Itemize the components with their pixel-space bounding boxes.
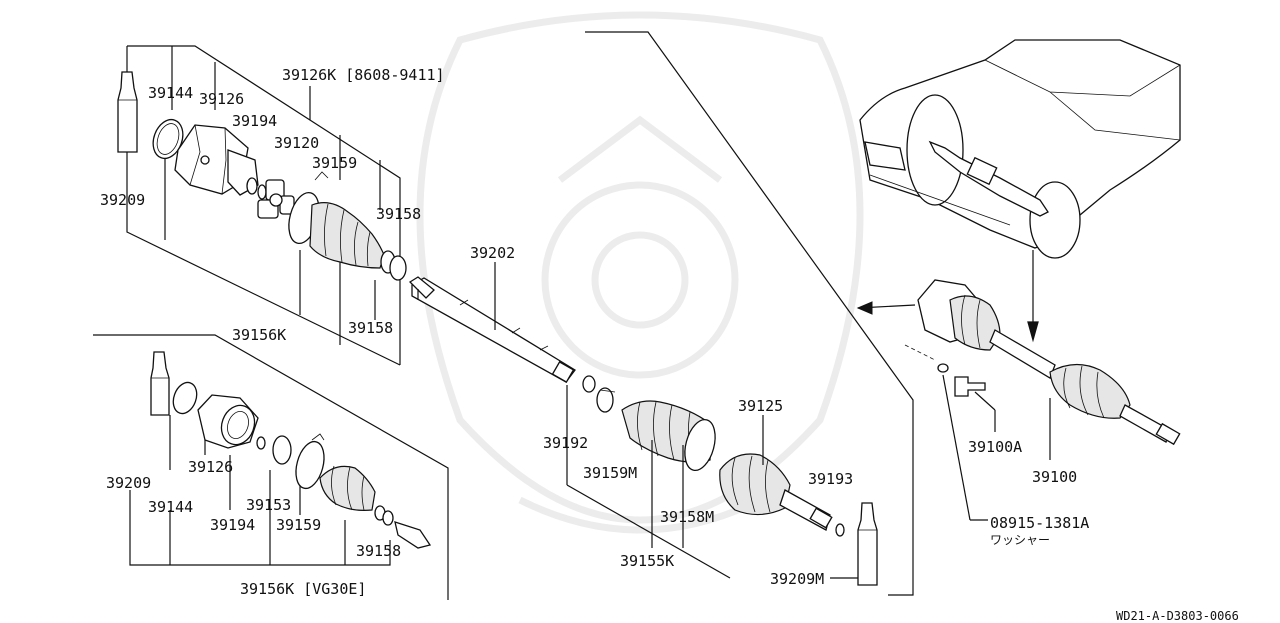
label-39126-upper: 39126 bbox=[199, 90, 244, 108]
outer-cv-joint bbox=[719, 453, 833, 531]
label-39159-lower: 39159 bbox=[276, 516, 321, 534]
label-39202: 39202 bbox=[470, 244, 515, 262]
label-39194-lower: 39194 bbox=[210, 516, 255, 534]
label-39126-lower: 39126 bbox=[188, 458, 233, 476]
label-39100a: 39100A bbox=[968, 438, 1022, 456]
vehicle-front bbox=[859, 39, 1181, 259]
label-39159-upper: 39159 bbox=[312, 154, 357, 172]
center-shaft bbox=[408, 276, 576, 383]
outer-housing-lower bbox=[197, 394, 259, 449]
label-39144-upper: 39144 bbox=[148, 84, 193, 102]
label-08915-1381a: 08915-1381A bbox=[990, 514, 1089, 532]
label-39144-lower: 39144 bbox=[148, 498, 193, 516]
grease-tube-lower bbox=[150, 351, 170, 416]
label-39156k-upper: 39156K bbox=[232, 326, 286, 344]
grease-tube-upper bbox=[117, 71, 138, 153]
label-39120: 39120 bbox=[274, 134, 319, 152]
label-39100: 39100 bbox=[1032, 468, 1077, 486]
boot-lower bbox=[319, 465, 376, 511]
label-39158-upper-b: 39158 bbox=[348, 319, 393, 337]
label-washer: ワッシャー bbox=[990, 533, 1050, 547]
label-39126k-upper: 39126K [8608-9411] bbox=[282, 66, 445, 84]
label-39193: 39193 bbox=[808, 470, 853, 488]
label-39209m: 39209M bbox=[770, 570, 824, 588]
label-39159m: 39159M bbox=[583, 464, 637, 482]
label-39156k-vg30e: 39156K [VG30E] bbox=[240, 580, 366, 598]
label-39194-upper: 39194 bbox=[232, 112, 277, 130]
watermark-emblem bbox=[416, 11, 864, 534]
snap-ring-upper bbox=[152, 118, 184, 160]
lower-left-box bbox=[93, 334, 449, 600]
label-39153: 39153 bbox=[246, 496, 291, 514]
center-diagonal-lines bbox=[417, 31, 914, 596]
label-39125: 39125 bbox=[738, 397, 783, 415]
outer-housing-upper bbox=[174, 124, 259, 196]
label-39192: 39192 bbox=[543, 434, 588, 452]
right-shaft-assembly bbox=[917, 279, 1181, 446]
diagram-code: WD21-A-D3803-0066 bbox=[1116, 609, 1239, 623]
label-39158-lower: 39158 bbox=[356, 542, 401, 560]
label-39209-upper: 39209 bbox=[100, 191, 145, 209]
label-39209-lower: 39209 bbox=[106, 474, 151, 492]
label-39158-upper-a: 39158 bbox=[376, 205, 421, 223]
label-39155k: 39155K bbox=[620, 552, 674, 570]
grease-tube-center bbox=[857, 502, 878, 586]
boot-upper bbox=[309, 202, 385, 269]
label-39158m: 39158M bbox=[660, 508, 714, 526]
